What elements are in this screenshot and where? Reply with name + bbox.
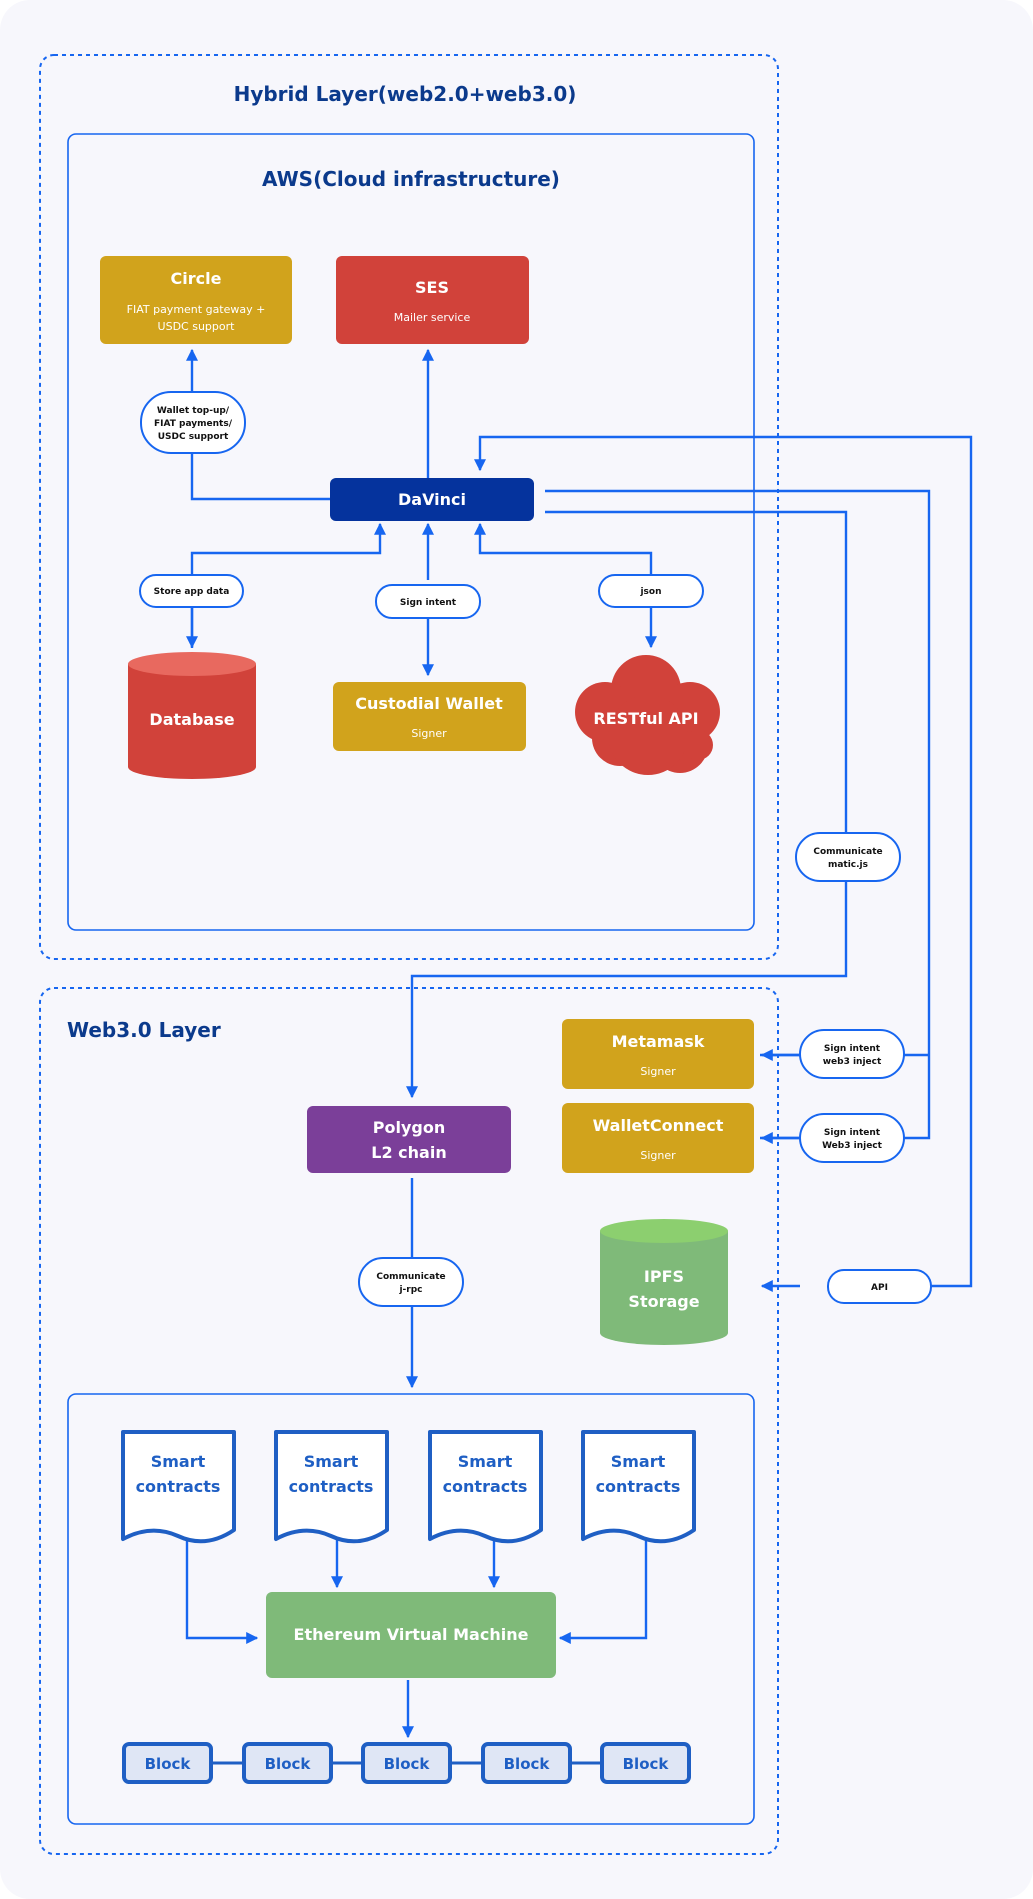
svg-text:Store app data: Store app data: [154, 587, 230, 597]
smart-contract-3: Smart contracts: [428, 1430, 543, 1544]
aws-title: AWS(Cloud infrastructure): [262, 167, 560, 191]
label-json: json: [598, 574, 704, 608]
svg-text:Web3 inject: Web3 inject: [822, 1141, 883, 1151]
svg-text:contracts: contracts: [136, 1477, 221, 1496]
svg-text:RESTful API: RESTful API: [593, 709, 698, 728]
smart-contract-1: Smart contracts: [121, 1430, 236, 1544]
svg-text:Smart: Smart: [304, 1452, 359, 1471]
label-communicate-matic: Communicate matic.js: [795, 832, 901, 882]
svg-text:Metamask: Metamask: [612, 1032, 705, 1051]
metamask-node: Metamask Signer: [562, 1019, 754, 1089]
aws-container: [67, 133, 755, 931]
label-api: API: [827, 1269, 932, 1304]
block-1: Block: [122, 1742, 213, 1784]
svg-text:SES: SES: [415, 278, 449, 297]
svg-text:Database: Database: [149, 710, 234, 729]
svg-text:Block: Block: [384, 1755, 431, 1773]
label-store-app-data: Store app data: [139, 574, 244, 608]
svg-text:Block: Block: [623, 1755, 670, 1773]
label-sign-intent: Sign intent: [375, 584, 481, 619]
svg-text:Communicate: Communicate: [376, 1272, 445, 1282]
smart-contract-2: Smart contracts: [274, 1430, 389, 1544]
svg-text:Storage: Storage: [628, 1292, 699, 1311]
block-3: Block: [361, 1742, 452, 1784]
web3-layer-title: Web3.0 Layer: [67, 1018, 221, 1042]
svg-text:contracts: contracts: [596, 1477, 681, 1496]
svg-text:Signer: Signer: [411, 727, 447, 740]
circle-node: Circle FIAT payment gateway + USDC suppo…: [100, 256, 292, 344]
svg-text:FIAT payment gateway +: FIAT payment gateway +: [127, 303, 266, 316]
block-2: Block: [242, 1742, 333, 1784]
restful-api-node: RESTful API: [575, 655, 720, 775]
svg-text:Communicate: Communicate: [813, 847, 882, 857]
block-4: Block: [481, 1742, 572, 1784]
svg-text:USDC support: USDC support: [158, 320, 236, 333]
svg-text:Block: Block: [145, 1755, 192, 1773]
svg-text:contracts: contracts: [289, 1477, 374, 1496]
label-communicate-jrpc: Communicate j-rpc: [358, 1257, 464, 1307]
edge-sc4-to-evm: [558, 1540, 648, 1644]
svg-text:matic.js: matic.js: [828, 860, 868, 870]
svg-text:contracts: contracts: [443, 1477, 528, 1496]
label-wallet-topup: Wallet top-up/ FIAT payments/ USDC suppo…: [140, 391, 246, 454]
svg-text:Signer: Signer: [640, 1065, 676, 1078]
svg-text:FIAT payments/: FIAT payments/: [154, 419, 233, 429]
svg-text:Ethereum Virtual Machine: Ethereum Virtual Machine: [294, 1625, 529, 1644]
label-sign-web3-inject-2: Sign intent Web3 inject: [799, 1113, 905, 1163]
svg-text:L2 chain: L2 chain: [371, 1143, 446, 1162]
svg-text:DaVinci: DaVinci: [398, 490, 466, 509]
svg-text:USDC support: USDC support: [158, 432, 229, 442]
svg-text:j-rpc: j-rpc: [398, 1285, 422, 1295]
svg-text:WalletConnect: WalletConnect: [593, 1116, 724, 1135]
svg-text:Sign intent: Sign intent: [400, 598, 457, 608]
svg-text:Smart: Smart: [151, 1452, 206, 1471]
svg-text:Sign intent: Sign intent: [824, 1044, 881, 1054]
svg-text:web3 inject: web3 inject: [823, 1057, 882, 1067]
hybrid-layer-title: Hybrid Layer(web2.0+web3.0): [234, 82, 577, 106]
svg-text:Custodial Wallet: Custodial Wallet: [355, 694, 503, 713]
edge-sc1-to-evm: [185, 1540, 259, 1644]
edge-api-to-davinci: [474, 435, 973, 1288]
edge-davinci-to-polygon: [406, 510, 848, 1099]
svg-text:Circle: Circle: [171, 269, 222, 288]
svg-text:Block: Block: [504, 1755, 551, 1773]
label-sign-web3-inject-1: Sign intent web3 inject: [799, 1029, 905, 1079]
svg-text:IPFS: IPFS: [644, 1267, 684, 1286]
ipfs-node: IPFS Storage: [600, 1219, 728, 1345]
svg-text:Polygon: Polygon: [373, 1118, 445, 1137]
walletconnect-node: WalletConnect Signer: [562, 1103, 754, 1173]
svg-text:Wallet top-up/: Wallet top-up/: [157, 406, 230, 416]
smart-contract-4: Smart contracts: [581, 1430, 696, 1544]
svg-text:API: API: [871, 1283, 888, 1293]
hybrid-layer-container: [39, 54, 779, 960]
svg-text:Block: Block: [265, 1755, 312, 1773]
svg-text:Smart: Smart: [611, 1452, 666, 1471]
custodial-wallet-node: Custodial Wallet Signer: [333, 682, 526, 751]
database-node: Database: [128, 652, 256, 779]
svg-text:json: json: [639, 587, 661, 597]
edge-restful-to-davinci: [474, 522, 653, 575]
svg-text:Mailer service: Mailer service: [394, 311, 471, 324]
block-5: Block: [600, 1742, 691, 1784]
web3-layer-container: [39, 987, 779, 1855]
polygon-node: Polygon L2 chain: [307, 1106, 511, 1173]
ses-node: SES Mailer service: [336, 256, 529, 344]
evm-node: Ethereum Virtual Machine: [266, 1592, 556, 1678]
ethereum-container: [67, 1393, 755, 1825]
davinci-node: DaVinci: [330, 478, 534, 521]
svg-text:Sign intent: Sign intent: [824, 1128, 881, 1138]
svg-text:Signer: Signer: [640, 1149, 676, 1162]
svg-text:Smart: Smart: [458, 1452, 513, 1471]
